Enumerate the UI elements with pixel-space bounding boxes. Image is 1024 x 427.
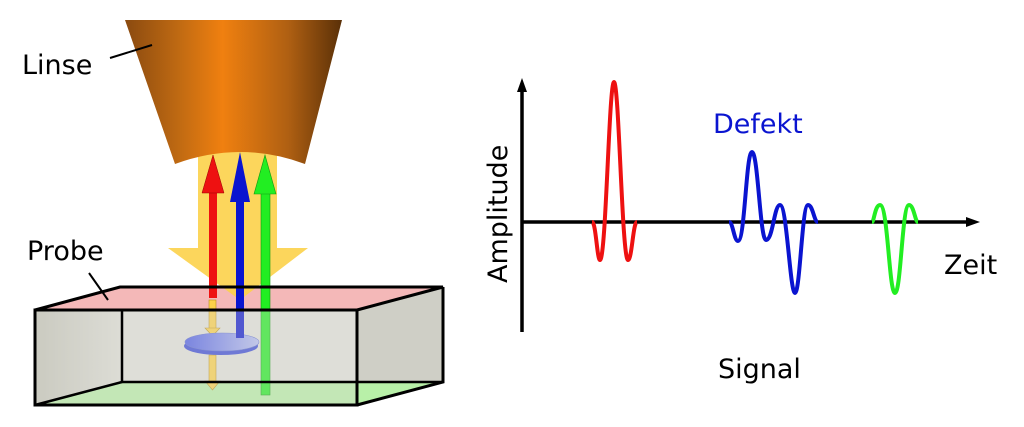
signal-caption: Signal	[718, 354, 801, 385]
y-axis-label: Amplitude	[483, 145, 514, 283]
sample-leader-line	[88, 272, 109, 301]
backwall-echo-wave	[870, 202, 920, 296]
sample-box-edges	[33, 285, 445, 407]
y-axis	[517, 78, 527, 332]
backwall-echo-arrow	[253, 153, 277, 396]
sample-front-face	[35, 310, 357, 405]
sample-right-face	[357, 287, 443, 405]
lens-label: Linse	[22, 50, 92, 81]
surface-echo-wave	[590, 79, 639, 263]
sample-left-face	[35, 310, 122, 405]
sample-label: Probe	[27, 236, 104, 267]
x-axis	[522, 217, 980, 227]
defect-echo-arrow	[230, 152, 250, 338]
x-axis-label: Zeit	[944, 250, 997, 281]
lens	[125, 20, 342, 164]
defect-echo-wave	[727, 149, 819, 296]
surface-echo-arrow	[201, 154, 225, 298]
sample-bottom-face	[35, 382, 443, 405]
lens-leader-line	[109, 44, 153, 59]
defect-label: Defekt	[713, 109, 803, 140]
